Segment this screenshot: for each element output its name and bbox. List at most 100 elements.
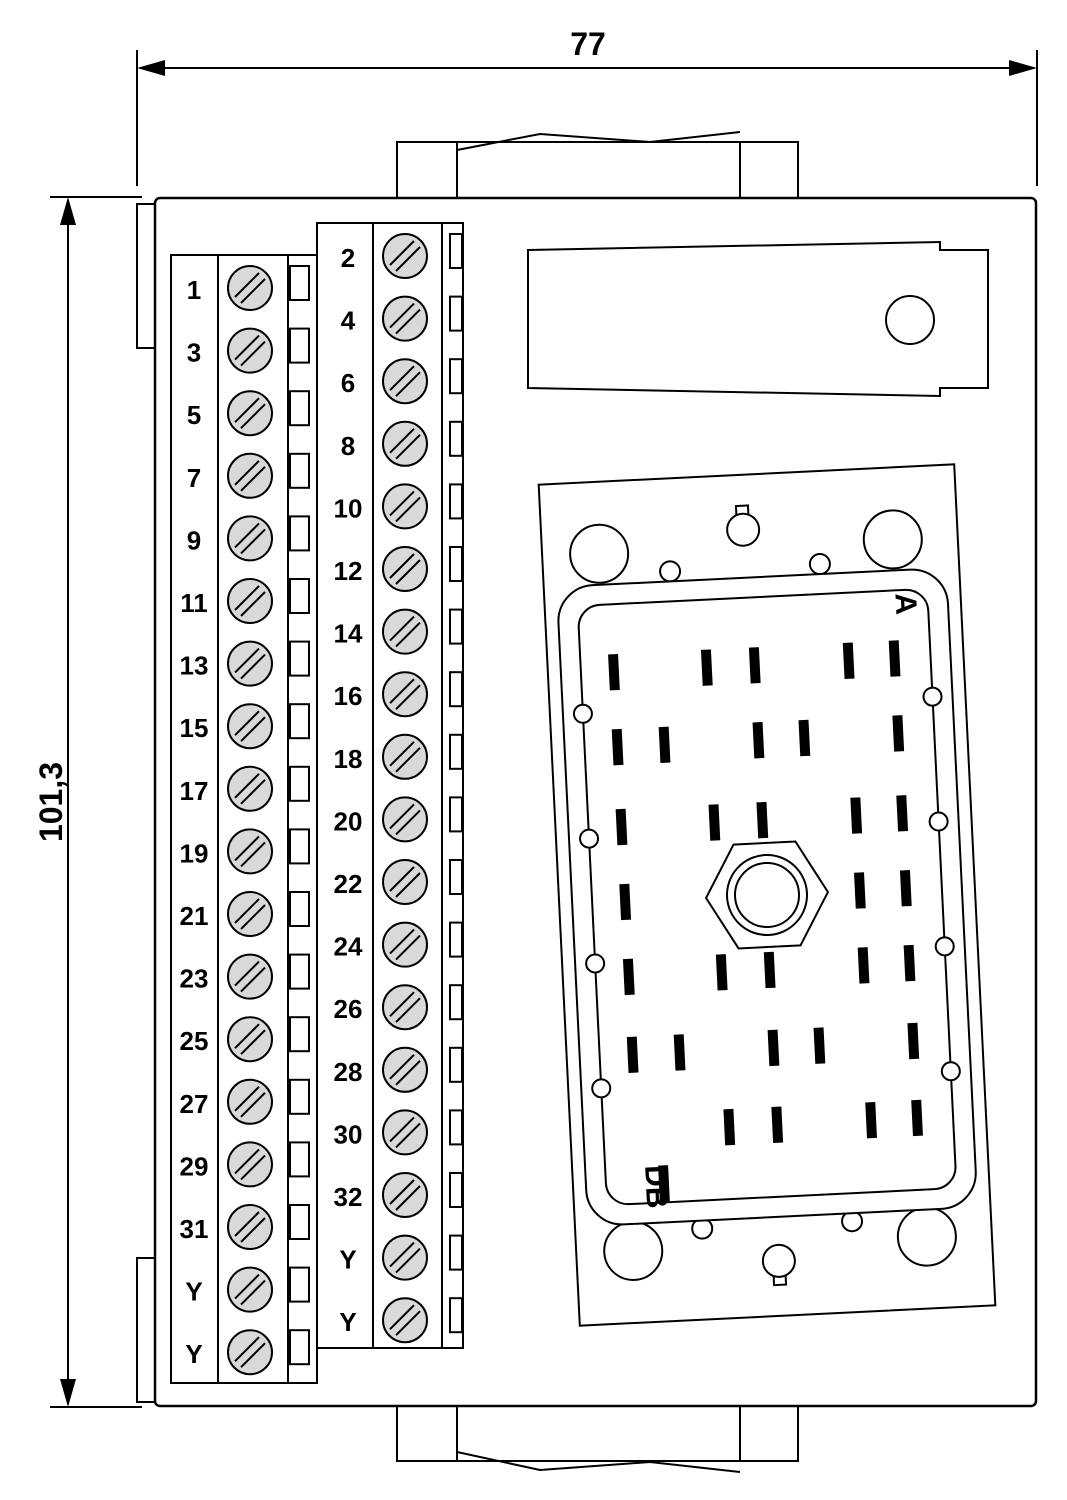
wire-entry[interactable] (449, 1297, 463, 1334)
screw-slot-line (389, 553, 415, 579)
wire-entry[interactable] (289, 1266, 310, 1303)
contact-pin (842, 642, 855, 679)
terminal-screw[interactable] (382, 295, 428, 342)
terminal-screw[interactable] (382, 984, 428, 1031)
terminal-screw[interactable] (382, 483, 428, 530)
wire-entry[interactable] (449, 921, 463, 958)
terminal-screw[interactable] (382, 1172, 428, 1218)
screw-slot-line (234, 1086, 260, 1112)
terminal-screw[interactable] (382, 859, 428, 905)
wire-entry[interactable] (289, 891, 310, 927)
screw-slot-line (240, 841, 266, 868)
screw-slot-line (389, 1179, 415, 1205)
terminal-screw[interactable] (382, 1109, 428, 1156)
screw-slot-line (389, 678, 415, 704)
wire-entry[interactable] (289, 515, 310, 552)
terminal-screw[interactable] (227, 390, 273, 437)
terminal-number-label: 15 (180, 713, 209, 743)
terminal-screw[interactable] (382, 796, 428, 843)
terminal-screw[interactable] (227, 1016, 273, 1063)
wire-entry[interactable] (449, 984, 463, 1021)
multipin-connector: A DB (537, 463, 997, 1327)
wire-entry[interactable] (289, 265, 310, 301)
screw-slot-line (395, 434, 421, 460)
terminal-screw[interactable] (382, 1297, 428, 1344)
terminal-number-label: 32 (334, 1182, 363, 1212)
terminal-screw[interactable] (382, 420, 428, 467)
wire-entry[interactable] (449, 483, 463, 520)
terminal-screw[interactable] (227, 1266, 273, 1313)
screw-slot-line (240, 716, 266, 742)
terminal-screw[interactable] (227, 1078, 273, 1125)
wire-entry[interactable] (449, 1109, 463, 1146)
terminal-screw[interactable] (382, 608, 428, 655)
screw-slot-line (389, 428, 415, 454)
wire-entry[interactable] (449, 859, 463, 895)
connector-label-a: A (888, 592, 922, 615)
terminal-screw[interactable] (227, 765, 273, 812)
terminal-screw[interactable] (382, 1234, 428, 1281)
wire-entry[interactable] (449, 546, 463, 582)
wire-entry[interactable] (289, 578, 310, 614)
terminal-screw[interactable] (227, 640, 273, 687)
terminal-screw[interactable] (382, 671, 428, 718)
terminal-screw[interactable] (227, 452, 273, 499)
terminal-number-label: 28 (334, 1057, 363, 1087)
wire-entry[interactable] (289, 1329, 310, 1366)
wire-entry[interactable] (289, 765, 310, 802)
arrowhead-right (1009, 60, 1037, 76)
terminal-screw[interactable] (227, 891, 273, 937)
terminal-screw[interactable] (382, 921, 428, 968)
wire-entry[interactable] (449, 1234, 463, 1271)
terminal-screw[interactable] (382, 733, 428, 780)
terminal-screw[interactable] (227, 265, 273, 311)
wire-entry[interactable] (449, 608, 463, 645)
screw-slot-line (240, 1342, 266, 1368)
terminal-number-label: Y (339, 1245, 356, 1275)
wire-entry[interactable] (449, 796, 463, 833)
wire-entry[interactable] (289, 1016, 310, 1053)
terminal-screw[interactable] (227, 578, 273, 624)
wire-entry[interactable] (449, 671, 463, 708)
terminal-screw[interactable] (227, 828, 273, 875)
terminal-screw[interactable] (227, 953, 273, 1000)
terminal-number-label: 26 (334, 994, 363, 1024)
wire-entry[interactable] (449, 1172, 463, 1208)
terminal-screw[interactable] (227, 1329, 273, 1376)
terminal: 21 (180, 891, 310, 937)
wire-entry[interactable] (449, 420, 463, 457)
wire-entry[interactable] (449, 233, 463, 269)
wire-entry[interactable] (449, 295, 463, 332)
terminal-screw[interactable] (227, 1141, 273, 1188)
wire-entry[interactable] (289, 703, 310, 740)
terminal-screw[interactable] (382, 1046, 428, 1093)
terminal-screw[interactable] (382, 358, 428, 405)
terminal-number-label: 7 (187, 463, 201, 493)
terminal: 24 (334, 921, 463, 968)
wire-entry[interactable] (289, 953, 310, 990)
wire-entry[interactable] (289, 327, 310, 364)
terminal: 31 (180, 1204, 310, 1250)
terminal-screw[interactable] (227, 1204, 273, 1250)
wire-entry[interactable] (289, 640, 310, 677)
screw-slot-line (240, 278, 266, 304)
terminal-number-label: 31 (180, 1214, 209, 1244)
wire-entry[interactable] (449, 1046, 463, 1083)
wire-entry[interactable] (289, 828, 310, 865)
terminal: 17 (180, 765, 310, 812)
wire-entry[interactable] (289, 1204, 310, 1240)
terminal-screw[interactable] (382, 233, 428, 279)
wire-entry[interactable] (289, 390, 310, 427)
wire-entry[interactable] (289, 1141, 310, 1178)
wire-entry[interactable] (289, 1078, 310, 1115)
wire-entry[interactable] (449, 358, 463, 395)
terminal-screw[interactable] (227, 703, 273, 750)
terminal-screw[interactable] (227, 327, 273, 374)
terminal-screw[interactable] (227, 515, 273, 562)
wire-entry[interactable] (449, 733, 463, 770)
terminal-screw[interactable] (382, 546, 428, 592)
terminal-number-label: 13 (180, 651, 209, 681)
screw-slot-line (234, 1336, 260, 1362)
wire-entry[interactable] (289, 452, 310, 489)
